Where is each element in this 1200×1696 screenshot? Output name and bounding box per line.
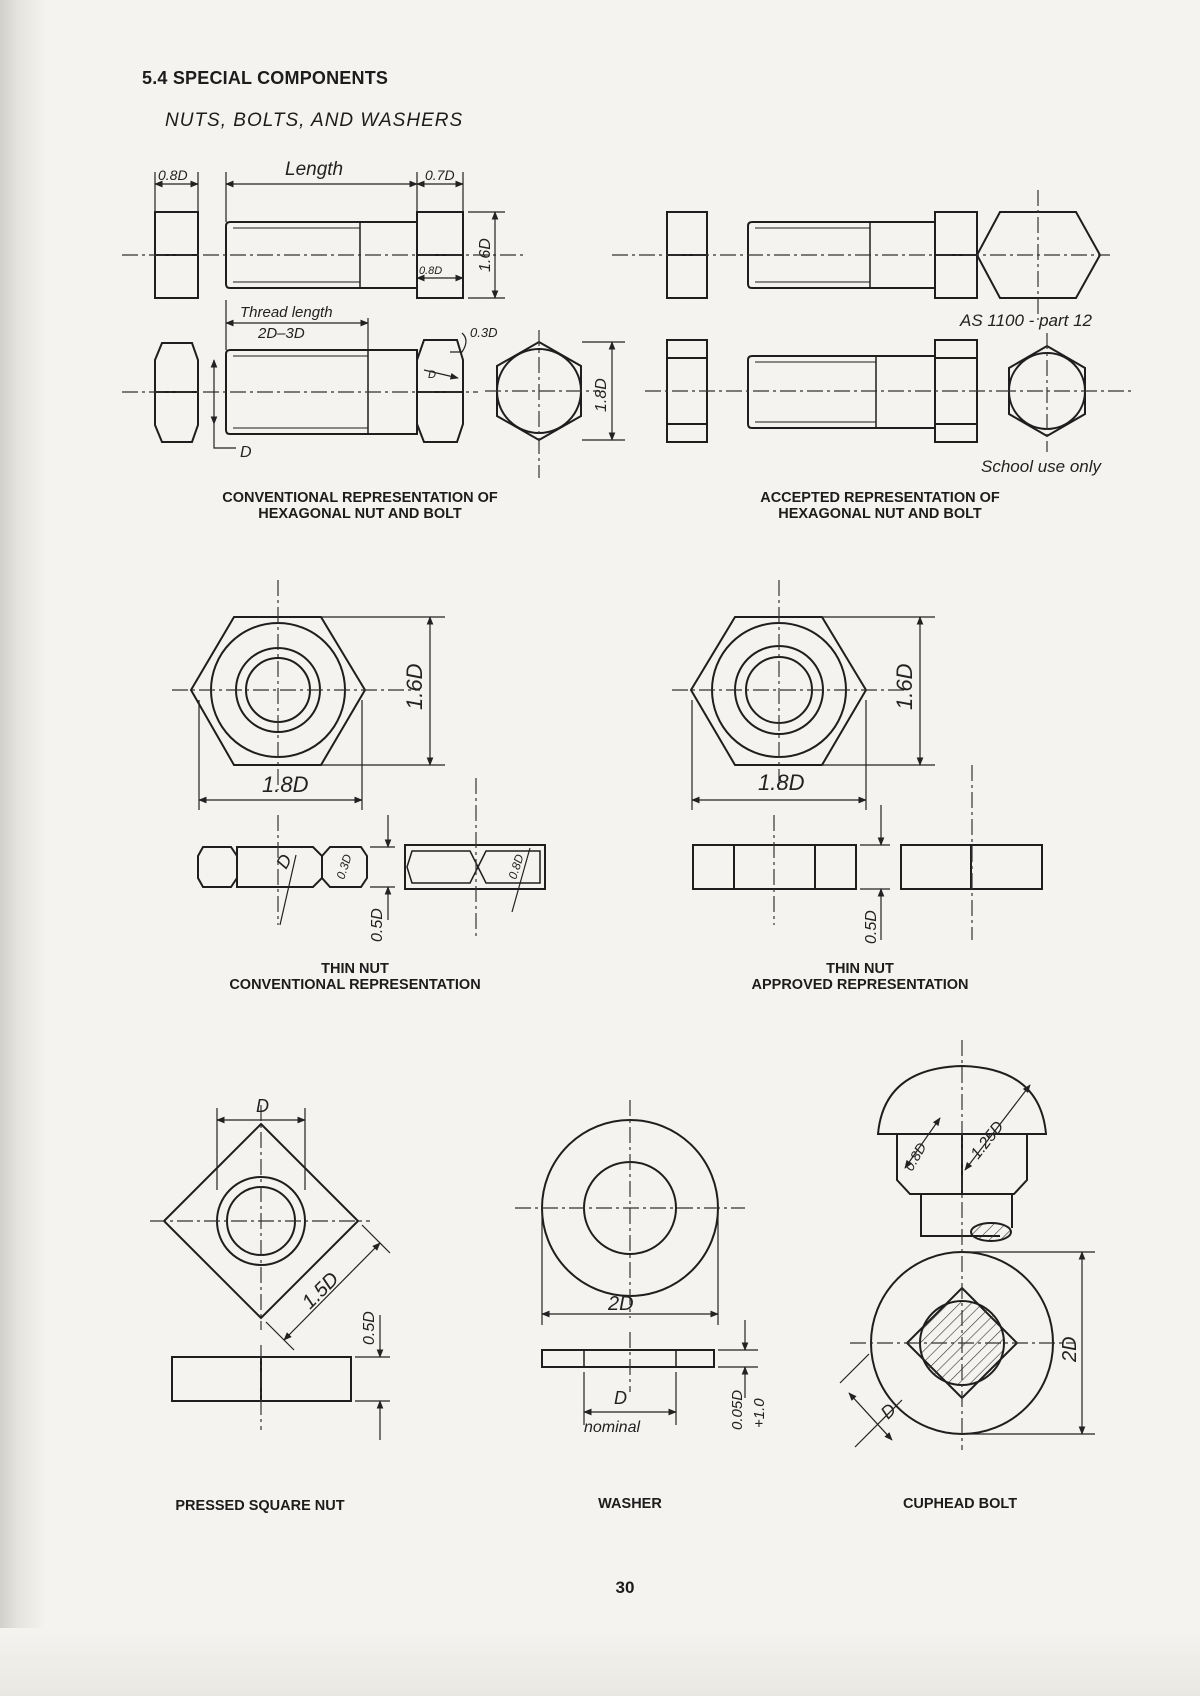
dim-1-6d-thin-conv: 1.6D bbox=[402, 663, 427, 710]
dim-0-8d-cuphead: 0.8D bbox=[901, 1140, 930, 1174]
dim-0-5d-square: 0.5D bbox=[361, 1311, 378, 1345]
centre-lines bbox=[122, 190, 1135, 1450]
caption-thin-nut-approved-line1: THIN NUT bbox=[826, 961, 894, 977]
dim-1-8d-thin-conv: 1.8D bbox=[262, 772, 309, 797]
dim-0-5d-thin-appr: 0.5D bbox=[863, 910, 880, 944]
dim-thread-length: Thread length bbox=[240, 304, 333, 321]
dim-1-25d-cuphead: 1.25D bbox=[968, 1118, 1008, 1162]
dim-d-square: D bbox=[256, 1096, 269, 1116]
caption-conventional-bolt: CONVENTIONAL REPRESENTATION OF HEXAGONAL… bbox=[190, 490, 530, 522]
page-number: 30 bbox=[615, 1578, 635, 1597]
caption-conventional-bolt-line1: CONVENTIONAL REPRESENTATION OF bbox=[222, 490, 498, 506]
caption-cuphead-bolt: CUPHEAD BOLT bbox=[902, 1496, 1018, 1512]
dim-d-shank: D bbox=[240, 444, 252, 461]
caption-thin-nut-approved: THIN NUT APPROVED REPRESENTATION bbox=[720, 961, 1000, 993]
caption-square-nut: PRESSED SQUARE NUT bbox=[175, 1498, 345, 1514]
dim-plus-1-0-washer: +1.0 bbox=[751, 1398, 768, 1428]
dim-nominal-washer: nominal bbox=[584, 1419, 640, 1436]
page-bottom-edge bbox=[0, 1628, 1200, 1696]
caption-thin-nut-conventional: THIN NUT CONVENTIONAL REPRESENTATION bbox=[200, 961, 510, 993]
caption-thin-nut-conventional-line2: CONVENTIONAL REPRESENTATION bbox=[229, 977, 481, 993]
caption-accepted-bolt: ACCEPTED REPRESENTATION OF HEXAGONAL NUT… bbox=[730, 490, 1030, 522]
school-use-note: School use only bbox=[981, 457, 1103, 476]
dim-2d-cuphead: 2D bbox=[1059, 1336, 1081, 1363]
caption-thin-nut-approved-line2: APPROVED REPRESENTATION bbox=[751, 977, 969, 993]
dim-d-thread: D bbox=[428, 369, 436, 381]
section-heading: 5.4 SPECIAL COMPONENTS bbox=[142, 68, 389, 88]
dim-0-8d-thin-conv: 0.8D bbox=[506, 852, 527, 881]
dim-1-6d: 1.6D bbox=[477, 238, 494, 272]
dim-2d-washer: 2D bbox=[607, 1293, 634, 1315]
dim-0-8d: 0.8D bbox=[158, 167, 188, 183]
standard-note: AS 1100 - part 12 bbox=[959, 311, 1093, 330]
dim-1-6d-thin-appr: 1.6D bbox=[892, 663, 917, 710]
dim-2d-3d: 2D–3D bbox=[257, 325, 305, 342]
caption-thin-nut-conventional-line1: THIN NUT bbox=[321, 961, 389, 977]
dim-0-3d: 0.3D bbox=[470, 325, 497, 340]
dim-0-7d: 0.7D bbox=[425, 167, 455, 183]
section-subheading: NUTS, BOLTS, AND WASHERS bbox=[165, 110, 464, 131]
dim-d-cuphead: D bbox=[877, 1399, 900, 1422]
dim-0-5d-thin-conv: 0.5D bbox=[369, 908, 386, 942]
dim-1-8d-thin-appr: 1.8D bbox=[758, 770, 805, 795]
dim-d-washer: D bbox=[614, 1388, 627, 1408]
dim-length: Length bbox=[285, 159, 343, 180]
dimension-labels: 0.8D Length 0.7D 1.6D 0.8D Thread length… bbox=[158, 159, 1103, 1436]
caption-accepted-bolt-line2: HEXAGONAL NUT AND BOLT bbox=[778, 506, 982, 522]
dimension-lines bbox=[154, 172, 1095, 1448]
dim-1-8d: 1.8D bbox=[593, 378, 610, 412]
dim-0-3d-thin-conv: 0.3D bbox=[334, 852, 355, 881]
dim-0-05d-washer: 0.05D bbox=[729, 1390, 746, 1430]
caption-washer: WASHER bbox=[598, 1496, 662, 1512]
caption-conventional-bolt-line2: HEXAGONAL NUT AND BOLT bbox=[258, 506, 462, 522]
thin-nut-conventional-drawing bbox=[189, 616, 546, 890]
page-binding-shadow bbox=[0, 0, 46, 1696]
caption-accepted-bolt-line1: ACCEPTED REPRESENTATION OF bbox=[760, 490, 1000, 506]
dim-0-8d-thread: 0.8D bbox=[419, 265, 442, 277]
